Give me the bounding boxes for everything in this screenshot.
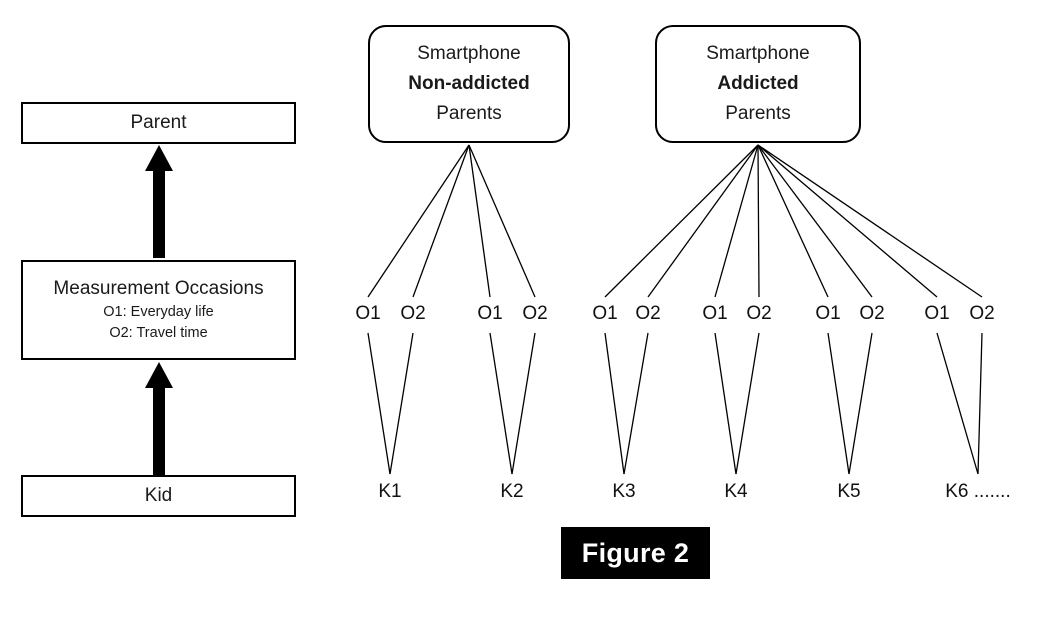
occasion-label: O1: [592, 303, 618, 324]
edge-occasion-to-kid: [623, 332, 649, 475]
edge-group-to-occasion: [714, 144, 759, 298]
occasion-label: O2: [522, 303, 548, 324]
occasion-label: O2: [746, 303, 772, 324]
edge-occasion-to-kid: [489, 332, 513, 475]
occasion-label: O1: [702, 303, 728, 324]
occasion-label: O2: [859, 303, 885, 324]
edge-occasion-to-kid: [367, 332, 391, 475]
group-box-addicted-line1: Smartphone: [706, 43, 810, 64]
edge-occasion-to-kid: [848, 332, 873, 475]
group-box-non-addicted: Smartphone Non-addicted Parents: [368, 25, 570, 143]
edge-group-to-occasion: [604, 144, 759, 298]
arrow-up-icon-kid-to-measurement: [139, 362, 179, 475]
edge-group-to-occasion: [468, 144, 536, 298]
level-box-kid-title: Kid: [144, 485, 173, 506]
edge-occasion-to-kid: [511, 332, 536, 475]
edge-group-to-occasion: [757, 144, 760, 298]
kid-label: K6 .......: [945, 481, 1011, 502]
edge-occasion-to-kid: [936, 332, 979, 475]
occasion-label: O1: [477, 303, 503, 324]
group-box-addicted-line2: Addicted: [717, 73, 799, 94]
group-box-non-addicted-line3: Parents: [436, 103, 502, 124]
occasion-legend-o2: O2: Travel time: [109, 325, 208, 341]
level-box-measurement-occasions-title: Measurement Occasions: [53, 278, 264, 299]
edge-group-to-occasion: [367, 144, 470, 298]
occasion-label: O2: [635, 303, 661, 324]
edge-occasion-to-kid: [389, 332, 414, 475]
edge-group-to-occasion: [757, 144, 829, 298]
occasion-label: O1: [815, 303, 841, 324]
occasion-label: O2: [400, 303, 426, 324]
occasion-label: O1: [355, 303, 381, 324]
occasion-label: O1: [924, 303, 950, 324]
edge-group-to-occasion: [757, 144, 938, 298]
edge-occasion-to-kid: [604, 332, 625, 475]
edge-group-to-occasion: [647, 144, 759, 298]
edge-occasion-to-kid: [827, 332, 850, 475]
group-box-non-addicted-line1: Smartphone: [417, 43, 521, 64]
level-box-parent: Parent: [21, 102, 296, 144]
group-box-non-addicted-line2: Non-addicted: [408, 73, 530, 94]
arrow-up-icon-measurement-to-parent: [139, 145, 179, 258]
kid-label: K3: [612, 481, 636, 502]
edge-occasion-to-kid: [714, 332, 737, 475]
edge-occasion-to-kid: [735, 332, 760, 475]
level-box-kid: Kid: [21, 475, 296, 517]
group-box-addicted-line3: Parents: [725, 103, 791, 124]
edge-group-to-occasion: [757, 144, 873, 298]
level-box-parent-title: Parent: [130, 112, 187, 133]
edge-group-to-occasion: [468, 144, 491, 298]
edge-occasion-to-kid: [977, 332, 983, 475]
occasion-legend-o1: O1: Everyday life: [103, 304, 214, 320]
kid-label: K2: [500, 481, 524, 502]
group-box-addicted: Smartphone Addicted Parents: [655, 25, 861, 143]
level-box-measurement-occasions: Measurement Occasions O1: Everyday life …: [21, 260, 296, 360]
kid-label: K5: [837, 481, 861, 502]
occasion-label: O2: [969, 303, 995, 324]
edge-group-to-occasion: [757, 144, 983, 298]
edge-group-to-occasion: [412, 144, 470, 298]
kid-label: K1: [378, 481, 402, 502]
figure-caption: Figure 2: [561, 527, 710, 579]
kid-label: K4: [724, 481, 748, 502]
